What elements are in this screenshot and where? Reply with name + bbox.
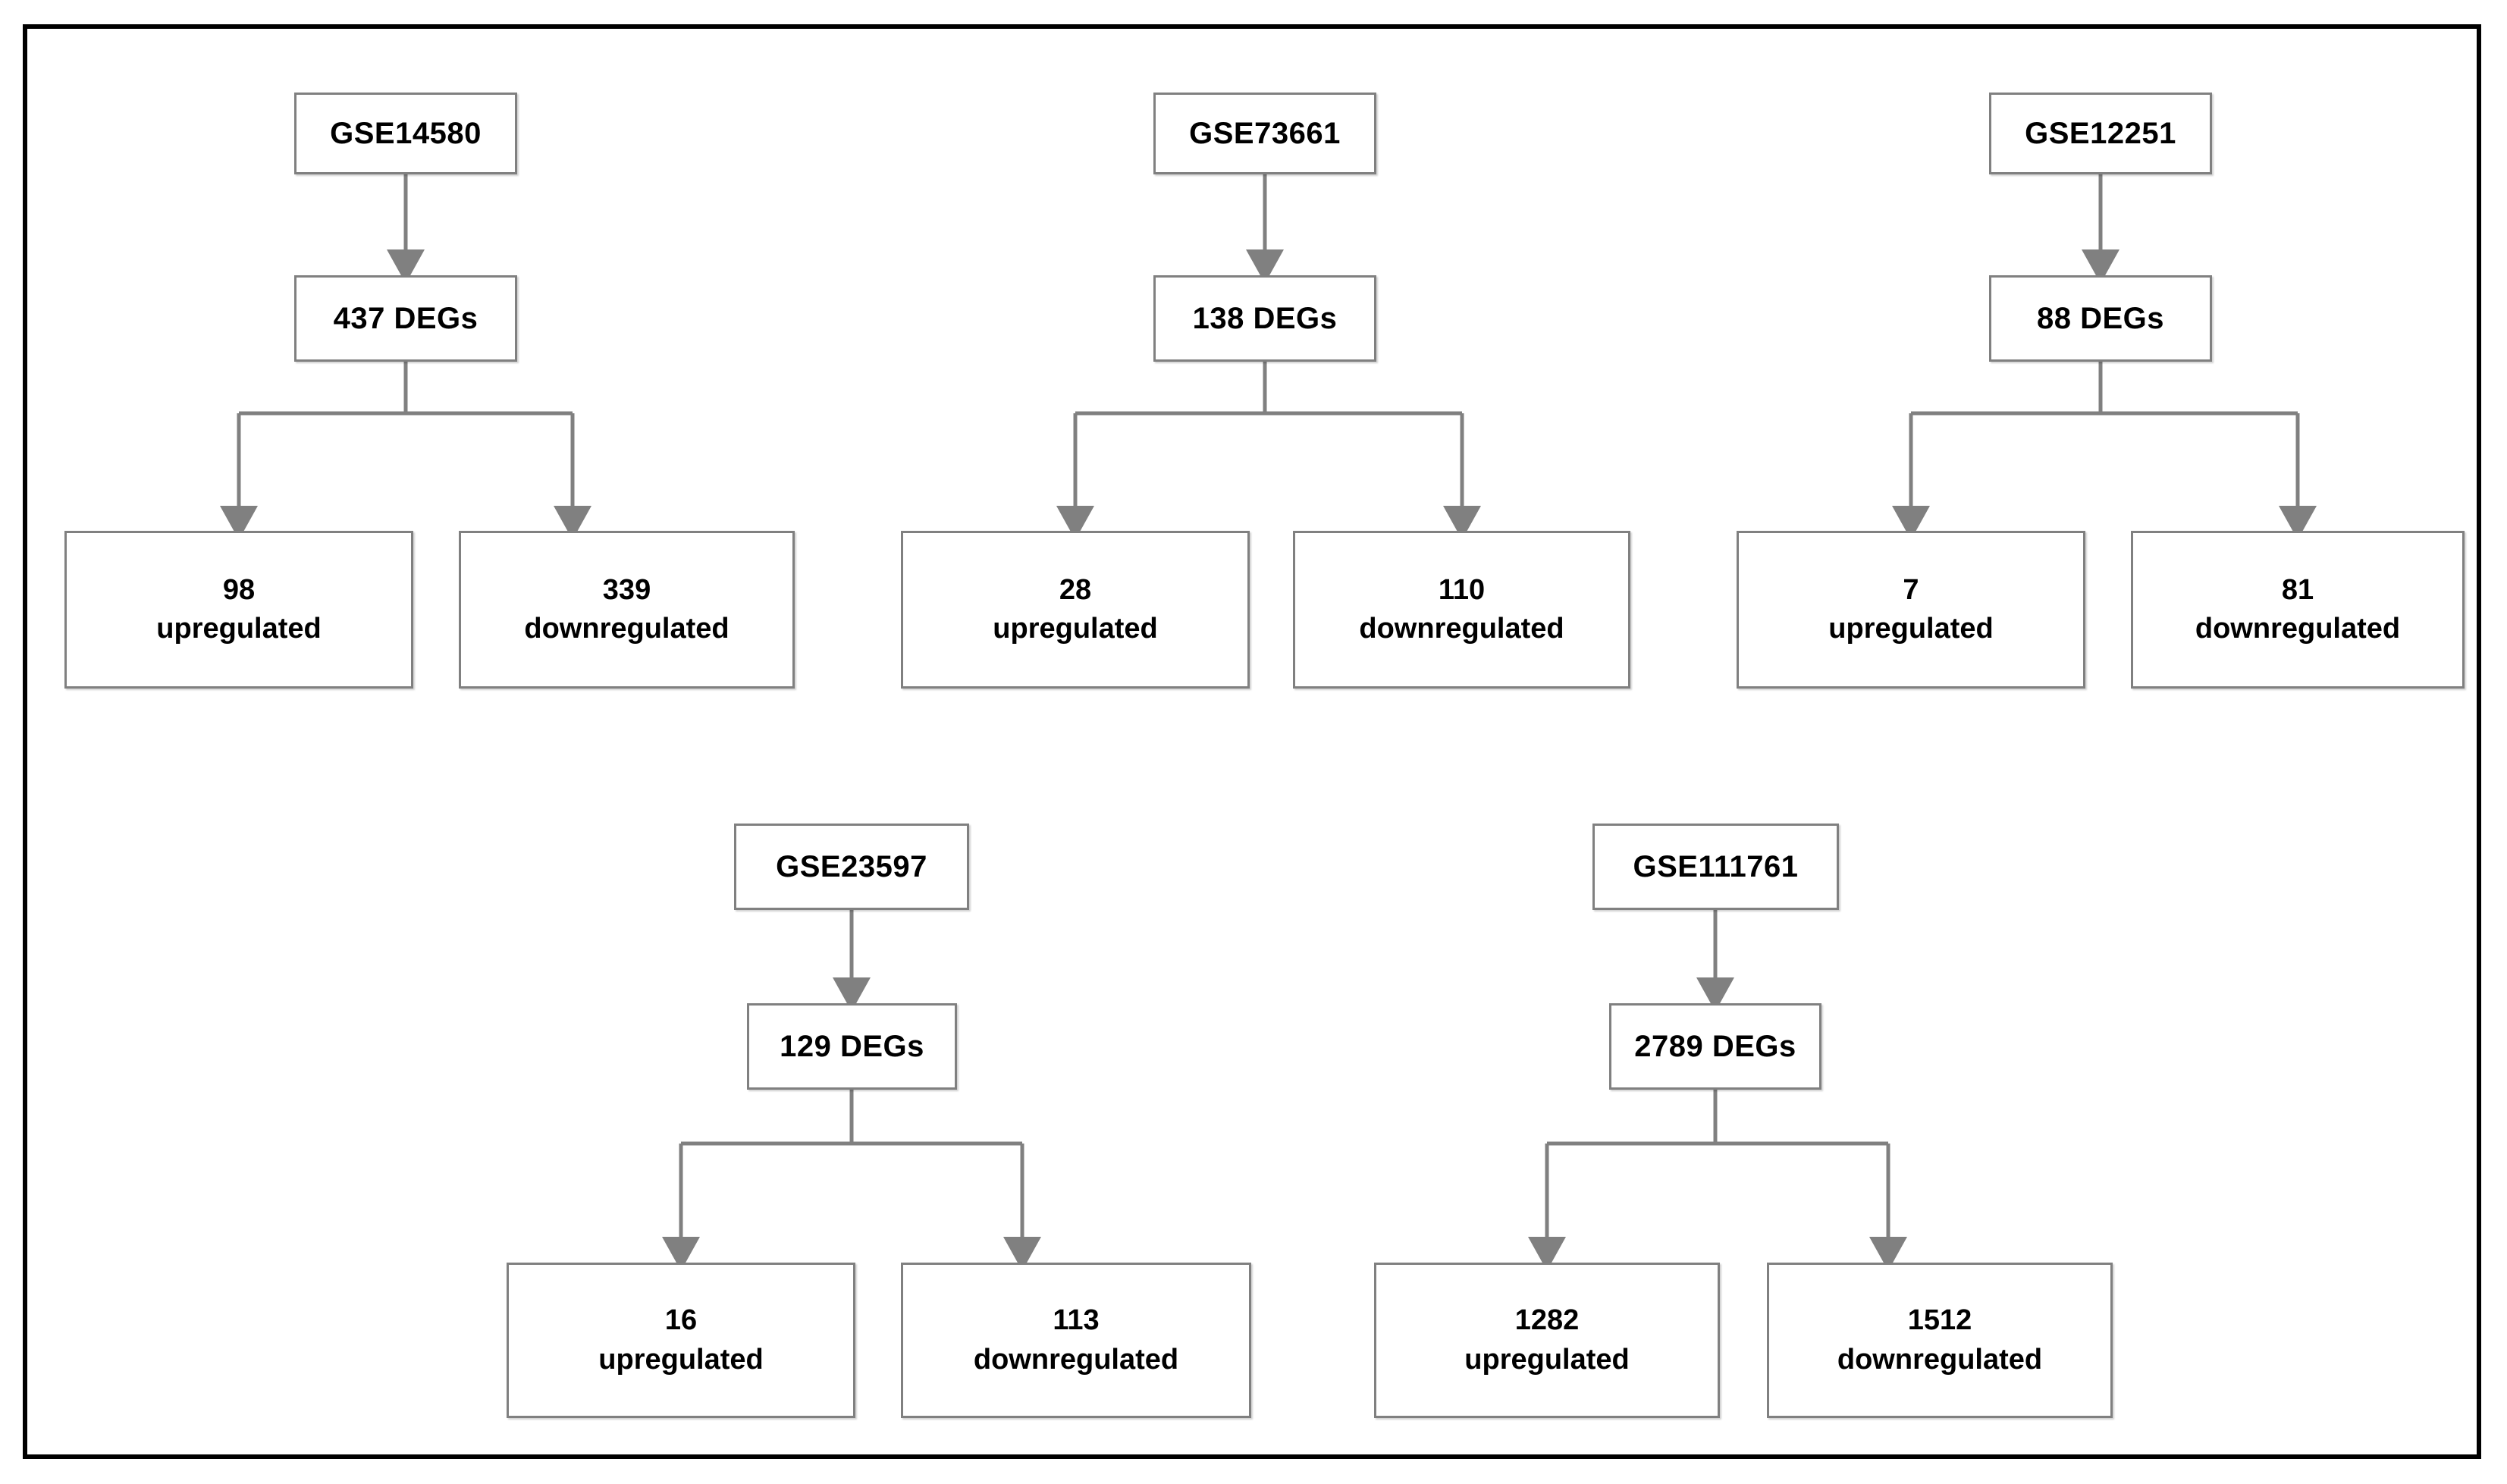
downregulated-count: 110 [1438, 573, 1486, 606]
downregulated-count: 113 [1053, 1304, 1100, 1337]
downregulated-count: 1512 [1907, 1304, 1972, 1337]
dataset-box-gse23597[interactable]: GSE23597 [734, 824, 969, 910]
degs-box-gse73661[interactable]: 138 DEGs [1153, 275, 1376, 362]
dataset-box-gse111761[interactable]: GSE111761 [1592, 824, 1839, 910]
upregulated-count: 1282 [1514, 1304, 1580, 1337]
upregulated-box-gse14580[interactable]: 98 upregulated [64, 531, 413, 689]
upregulated-box-gse12251[interactable]: 7 upregulated [1737, 531, 2085, 689]
downregulated-box-gse23597[interactable]: 113 downregulated [901, 1263, 1251, 1418]
upregulated-label: upregulated [1464, 1343, 1630, 1376]
upregulated-box-gse23597[interactable]: 16 upregulated [507, 1263, 855, 1418]
upregulated-count: 16 [664, 1304, 698, 1337]
upregulated-count: 7 [1903, 573, 1919, 606]
upregulated-label: upregulated [598, 1343, 764, 1376]
degs-box-gse14580[interactable]: 437 DEGs [294, 275, 517, 362]
upregulated-label: upregulated [1828, 613, 1994, 645]
downregulated-count: 339 [602, 573, 651, 606]
downregulated-label: downregulated [2195, 613, 2401, 645]
upregulated-count: 28 [1059, 573, 1092, 606]
upregulated-count: 98 [222, 573, 256, 606]
downregulated-label: downregulated [1837, 1343, 2043, 1376]
upregulated-label: upregulated [156, 613, 322, 645]
downregulated-box-gse73661[interactable]: 110 downregulated [1293, 531, 1630, 689]
downregulated-box-gse12251[interactable]: 81 downregulated [2131, 531, 2465, 689]
upregulated-box-gse111761[interactable]: 1282 upregulated [1374, 1263, 1720, 1418]
figure-border [23, 24, 2481, 1459]
dataset-box-gse14580[interactable]: GSE14580 [294, 93, 517, 174]
degs-box-gse111761[interactable]: 2789 DEGs [1609, 1003, 1821, 1090]
downregulated-label: downregulated [1359, 613, 1564, 645]
downregulated-box-gse14580[interactable]: 339 downregulated [459, 531, 795, 689]
upregulated-label: upregulated [993, 613, 1158, 645]
downregulated-count: 81 [2281, 573, 2314, 606]
degs-box-gse23597[interactable]: 129 DEGs [747, 1003, 957, 1090]
downregulated-label: downregulated [524, 613, 730, 645]
downregulated-box-gse111761[interactable]: 1512 downregulated [1767, 1263, 2113, 1418]
degs-box-gse12251[interactable]: 88 DEGs [1989, 275, 2212, 362]
dataset-box-gse12251[interactable]: GSE12251 [1989, 93, 2212, 174]
downregulated-label: downregulated [973, 1343, 1179, 1376]
upregulated-box-gse73661[interactable]: 28 upregulated [901, 531, 1250, 689]
dataset-box-gse73661[interactable]: GSE73661 [1153, 93, 1376, 174]
